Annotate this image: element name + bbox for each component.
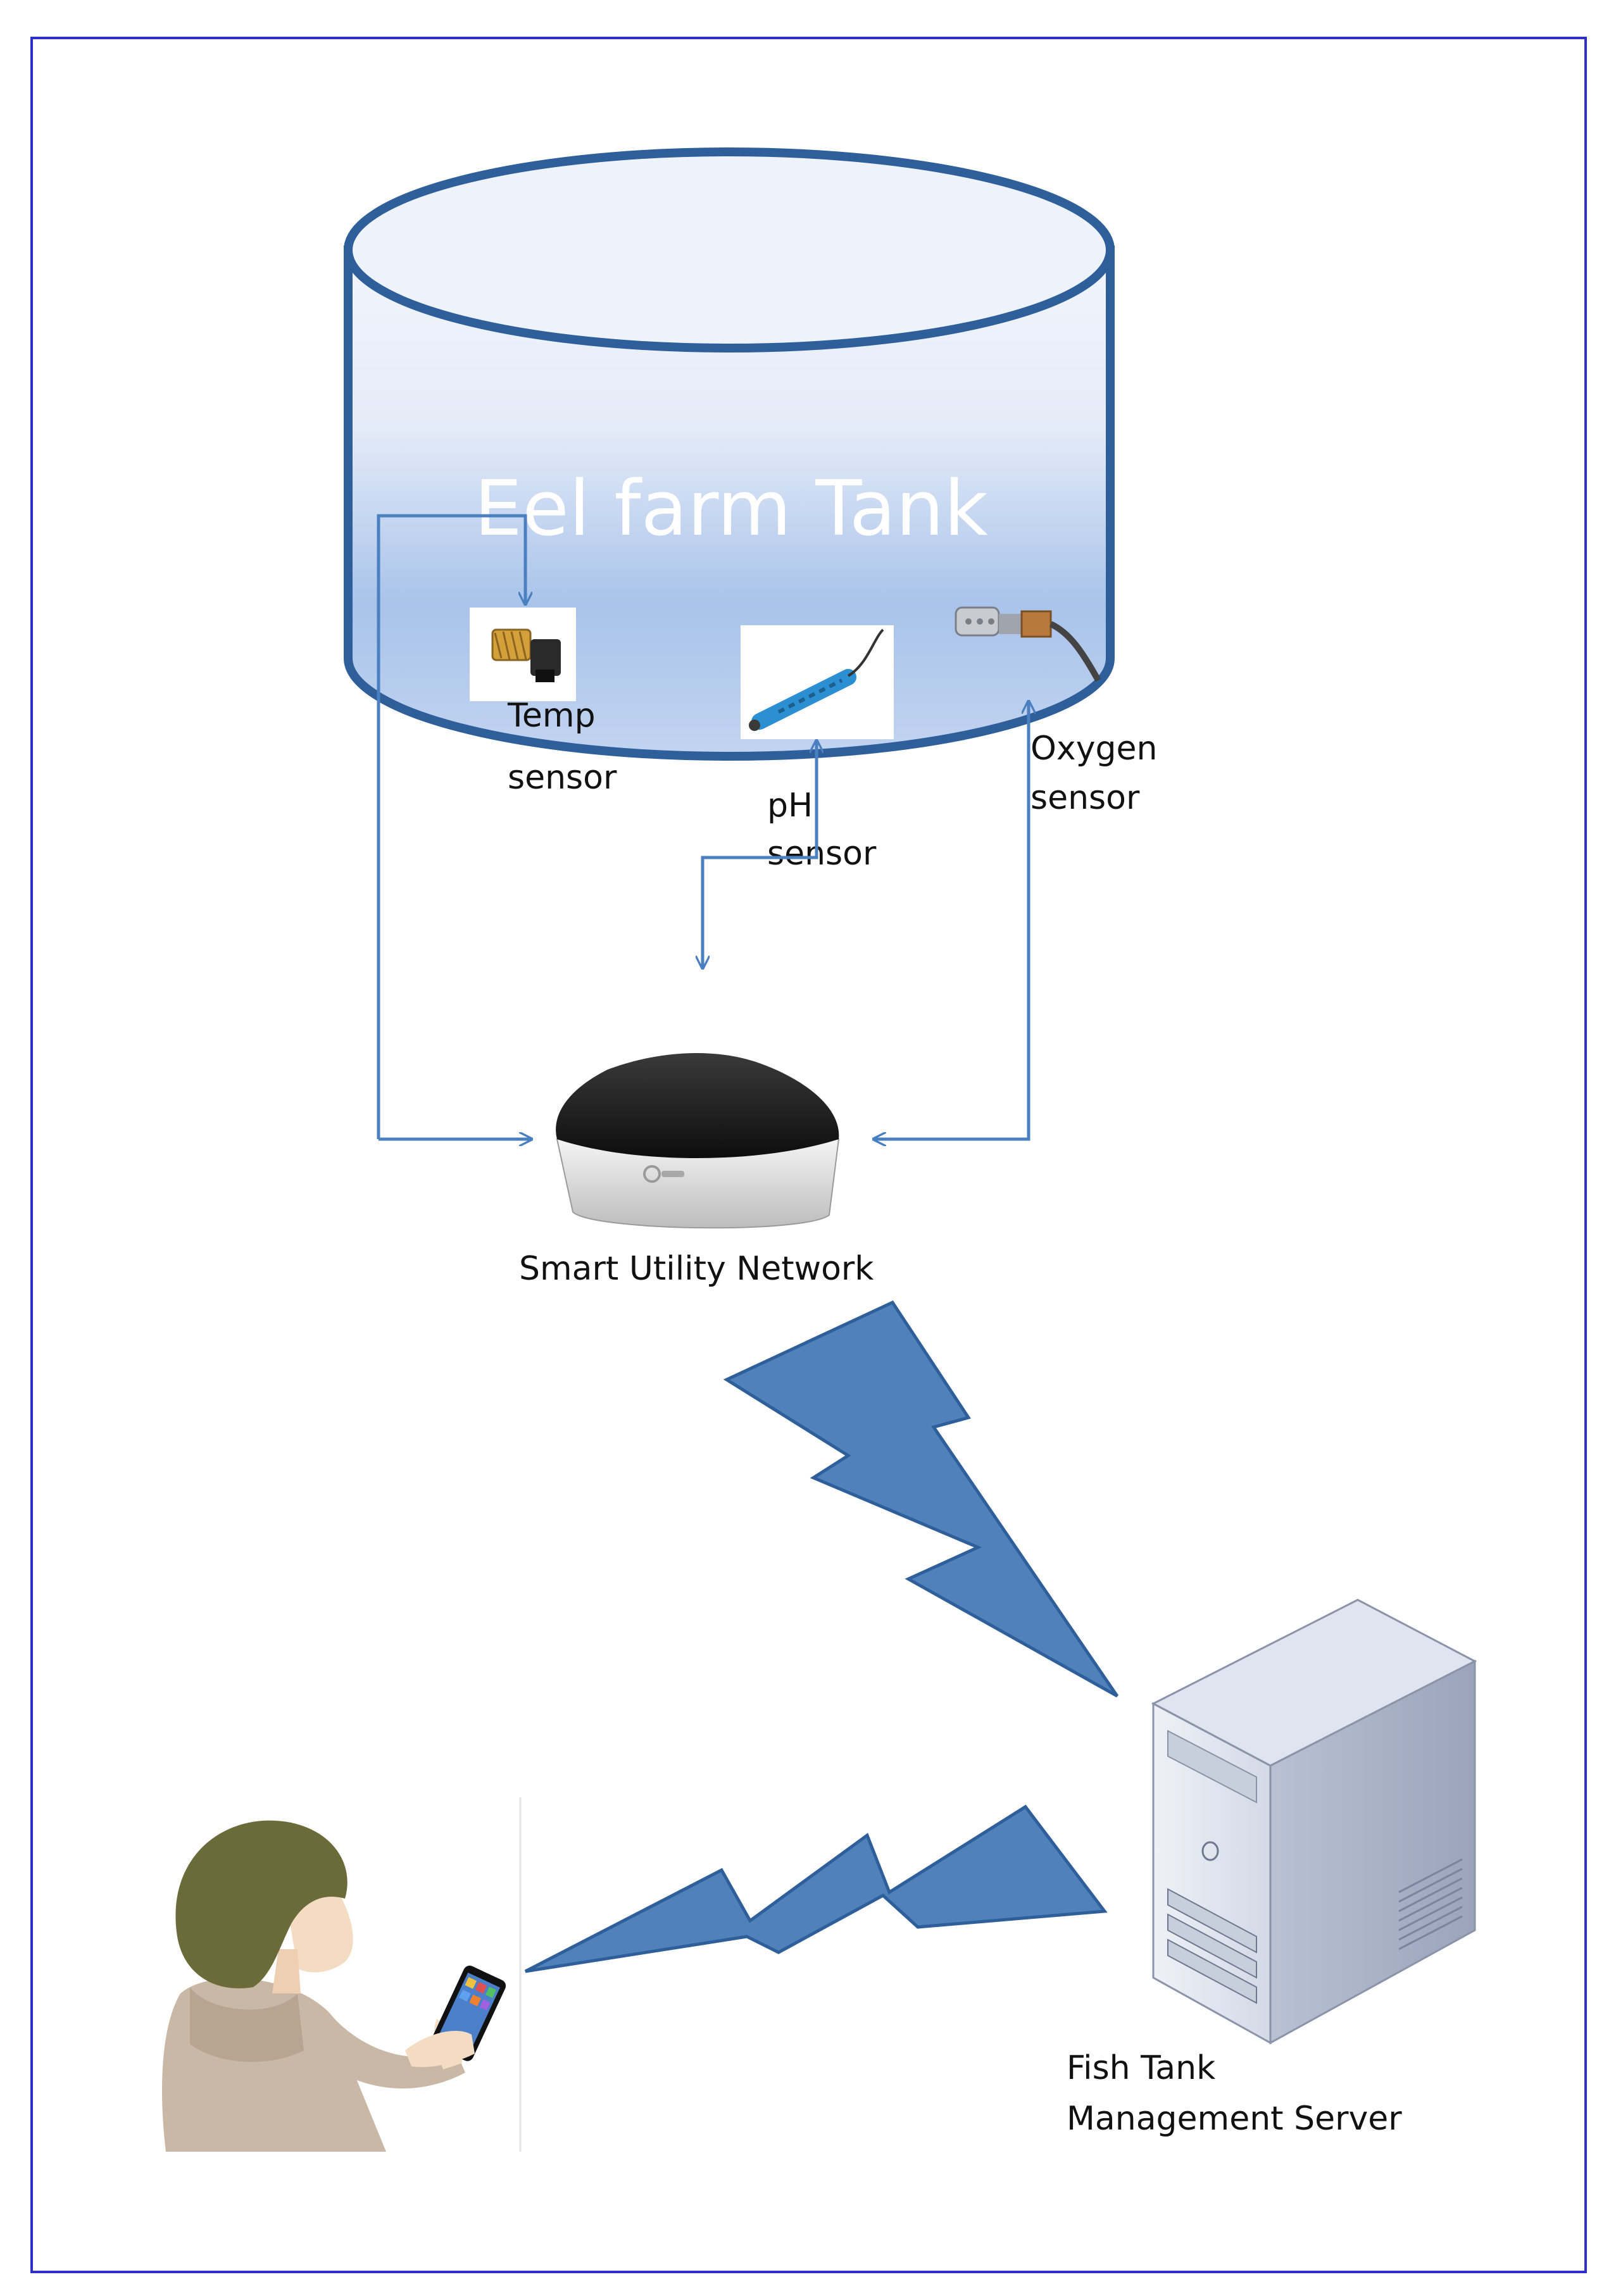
- wireless-link-hub-to-server: [723, 1300, 1119, 1698]
- tank-top: [344, 147, 1115, 353]
- ph-connector-arrow: [703, 740, 817, 968]
- page-border: [30, 37, 1587, 2273]
- eel-farm-tank: Eel farm Tank: [344, 147, 1115, 761]
- tank-title: Eel farm Tank: [474, 465, 988, 553]
- temp-sensor-image: [470, 608, 576, 701]
- server-label-line2: Management Server: [1067, 2100, 1402, 2138]
- ph-sensor-label-line1: pH: [767, 787, 813, 825]
- temp-sensor-label-line2: sensor: [508, 759, 617, 797]
- person-with-smartphone: [141, 1797, 522, 2152]
- smart-utility-network-device: [556, 1052, 840, 1229]
- temp-connector-arrow: [377, 514, 525, 1139]
- oxygen-sensor-image: [955, 606, 1101, 682]
- wireless-link-server-to-phone: [524, 1804, 1108, 1973]
- ph-sensor-image: [741, 625, 894, 739]
- fish-tank-management-server: [1151, 1599, 1477, 2045]
- temp-sensor-label-line1: Temp: [507, 697, 596, 735]
- smart-utility-network-label: Smart Utility Network: [519, 1250, 874, 1288]
- oxygen-sensor-label-line1: Oxygen: [1030, 730, 1157, 768]
- oxygen-connector-arrow: [874, 701, 1029, 1139]
- server-label-line1: Fish Tank: [1067, 2049, 1215, 2087]
- ph-sensor-label-line2: sensor: [767, 835, 877, 873]
- oxygen-sensor-label-line2: sensor: [1030, 779, 1140, 817]
